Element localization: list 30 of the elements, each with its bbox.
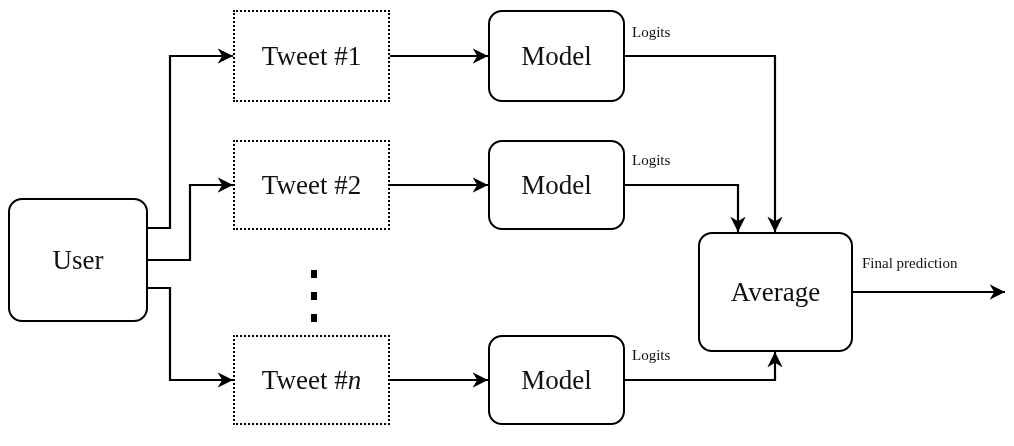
process-box [8,198,148,322]
node-label: Tweet #2 [261,169,362,201]
process-box [488,335,625,425]
node-label: Model [521,364,592,396]
node-label: Model [521,169,592,201]
edge-label: Logits [630,152,673,169]
arrow [390,48,488,64]
arrow [625,352,783,382]
arrow [148,286,233,388]
arrow [390,372,488,388]
input-box [233,10,390,102]
arrow [148,48,233,230]
edge-label: Logits [630,347,673,364]
process-box [488,10,625,102]
arrow [625,54,783,232]
arrow [148,177,233,262]
arrow [853,284,1005,300]
edge-label: Logits [630,24,673,41]
edge-label: Final prediction [860,255,960,272]
arrow [625,183,746,232]
process-box [488,140,625,230]
node-label: Tweet #n [261,364,362,396]
node-label: User [52,244,104,276]
node-label: Model [521,40,592,72]
arrow [390,177,488,193]
input-box [233,140,390,230]
node-label: Average [730,276,821,308]
node-label: Tweet #1 [261,40,362,72]
input-box [233,335,390,425]
process-box [698,232,853,352]
